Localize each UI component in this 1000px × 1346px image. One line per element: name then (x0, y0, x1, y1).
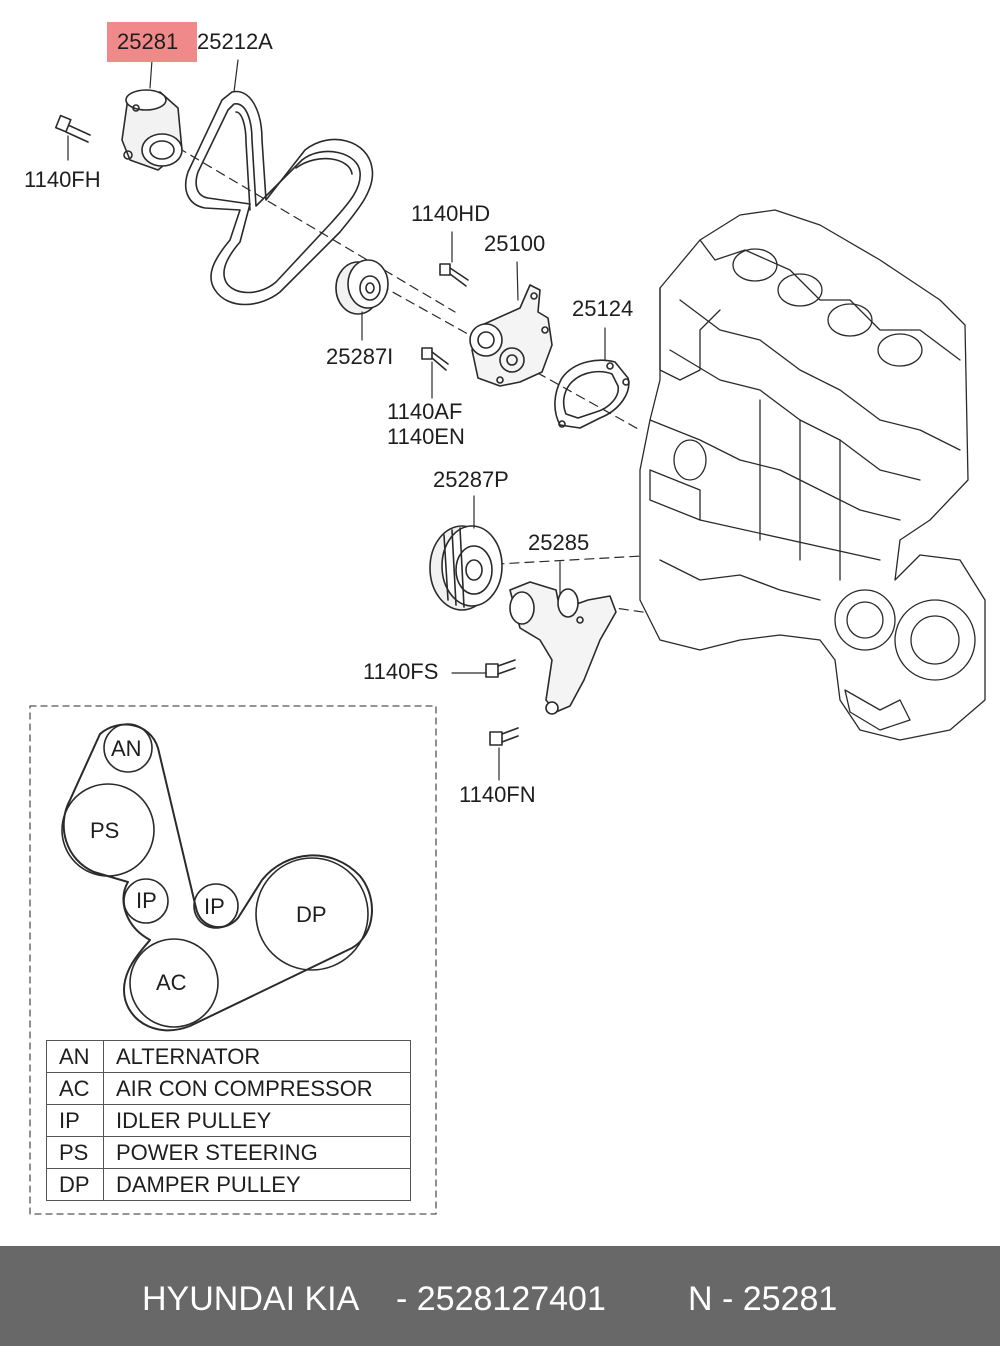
legend-code: AC (46, 1072, 104, 1105)
legend-code: AN (46, 1040, 104, 1073)
idler-pulley-lower-part (429, 525, 503, 611)
pulley-label-ip-left: IP (136, 888, 157, 913)
legend-row: PS POWER STEERING (46, 1136, 411, 1169)
bolt-1140af (421, 347, 449, 371)
callout-25124[interactable]: 25124 (572, 296, 634, 321)
legend-description: DAMPER PULLEY (103, 1168, 411, 1201)
legend-description: POWER STEERING (103, 1136, 411, 1169)
highlighted-part-box (107, 22, 197, 62)
callout-25287p[interactable]: 25287P (433, 467, 509, 492)
callout-25212a[interactable]: 25212A (197, 29, 273, 54)
footer-ref: N - 25281 (688, 1280, 838, 1318)
legend-description: AIR CON COMPRESSOR (103, 1072, 411, 1105)
callout-25100[interactable]: 25100 (484, 231, 546, 256)
pulley-ip-right (193, 883, 239, 929)
bolt-1140fn (489, 727, 519, 746)
legend-description: IDLER PULLEY (103, 1104, 411, 1137)
legend-description: ALTERNATOR (103, 1040, 411, 1073)
callout-1140fs[interactable]: 1140FS (363, 659, 439, 684)
legend-row: AN ALTERNATOR (46, 1040, 411, 1073)
legend-row: AC AIR CON COMPRESSOR (46, 1072, 411, 1105)
bolt-1140fh (54, 114, 91, 143)
bolt-1140fs (485, 659, 516, 678)
water-pump-part (469, 284, 553, 387)
bolt-1140hd (439, 263, 469, 287)
pulley-ip-left (123, 878, 169, 924)
pulley-label-ps: PS (90, 818, 120, 843)
idler-bracket-part (509, 581, 617, 715)
pulley-ac (129, 938, 219, 1028)
callout-1140hd[interactable]: 1140HD (411, 201, 491, 226)
idler-pulley-upper-part (335, 259, 389, 315)
callout-leader-lines (67, 59, 606, 781)
drive-belt-part (184, 90, 374, 306)
footer-part-number: - 2528127401 (396, 1280, 606, 1318)
pulley-label-ip-right: IP (204, 894, 225, 919)
callout-1140fh[interactable]: 1140FH (24, 167, 101, 192)
callout-25287i[interactable]: 25287I (326, 344, 394, 369)
footer-brand: HYUNDAI KIA (142, 1280, 360, 1318)
belt-routing-diagram (61, 723, 373, 1032)
pulley-legend-table: AN ALTERNATOR AC AIR CON COMPRESSOR IP I… (46, 1040, 411, 1201)
water-pump-gasket-part (554, 359, 630, 429)
part-number-footer: HYUNDAI KIA - 2528127401 N - 25281 (0, 1246, 1000, 1346)
legend-row: IP IDLER PULLEY (46, 1104, 411, 1137)
pulley-an (103, 723, 153, 773)
engine-block (639, 209, 986, 741)
pulley-ps (61, 783, 155, 877)
belt-tensioner-part (121, 89, 183, 171)
callout-25281[interactable]: 25281 (117, 29, 179, 54)
callout-1140af[interactable]: 1140AF (387, 399, 463, 424)
pulley-label-ac: AC (156, 970, 187, 995)
callout-1140fn[interactable]: 1140FN (459, 782, 536, 807)
pulley-label-an: AN (111, 736, 142, 761)
callout-25285[interactable]: 25285 (528, 530, 590, 555)
belt-routing-frame (29, 705, 437, 1215)
pulley-label-dp: DP (296, 902, 327, 927)
pulley-dp (255, 857, 369, 971)
legend-code: DP (46, 1168, 104, 1201)
legend-code: IP (46, 1104, 104, 1137)
callout-1140en[interactable]: 1140EN (387, 424, 465, 449)
legend-row: DP DAMPER PULLEY (46, 1168, 411, 1201)
legend-code: PS (46, 1136, 104, 1169)
